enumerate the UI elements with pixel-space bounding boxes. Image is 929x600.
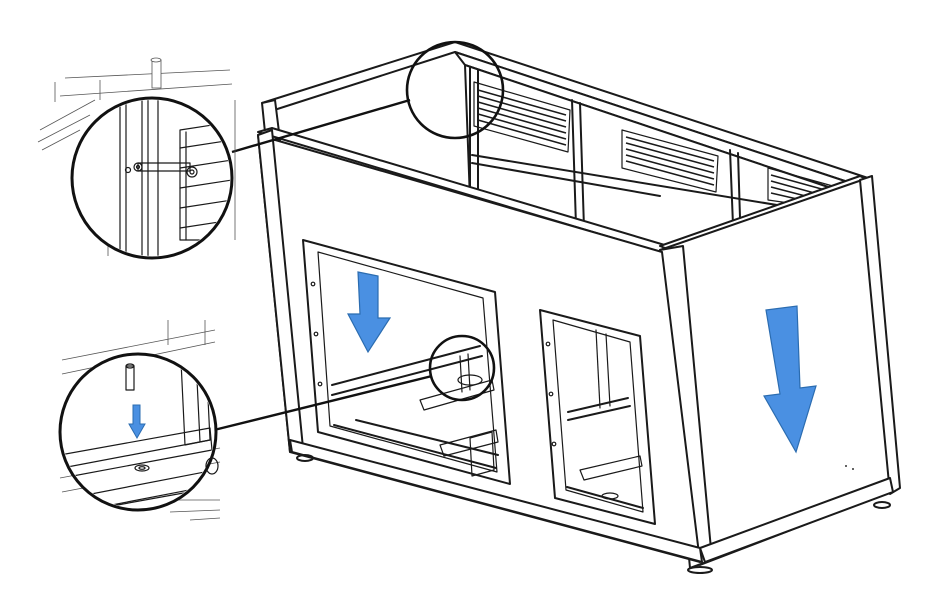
leader-line-bottom — [213, 374, 433, 432]
top-corner-pin-detail — [37, 57, 236, 260]
cabinet-back-frame — [261, 41, 869, 251]
front-panel — [257, 129, 703, 563]
interior-structure — [331, 329, 644, 509]
arrow-right-side-panel — [763, 305, 817, 454]
down-arrow-icon — [763, 305, 817, 454]
front-right-opening — [539, 309, 656, 525]
bottom-rail-lens — [428, 334, 496, 402]
arrow-front-left-opening — [347, 271, 392, 354]
down-arrow-icon — [347, 271, 392, 354]
vent-grille-center — [621, 129, 719, 193]
bottom-rail-slot-detail — [58, 320, 221, 521]
leader-line-top — [231, 98, 411, 154]
top-corner-lens — [405, 40, 505, 140]
front-left-opening — [302, 239, 511, 485]
down-arrow-icon — [128, 404, 146, 440]
